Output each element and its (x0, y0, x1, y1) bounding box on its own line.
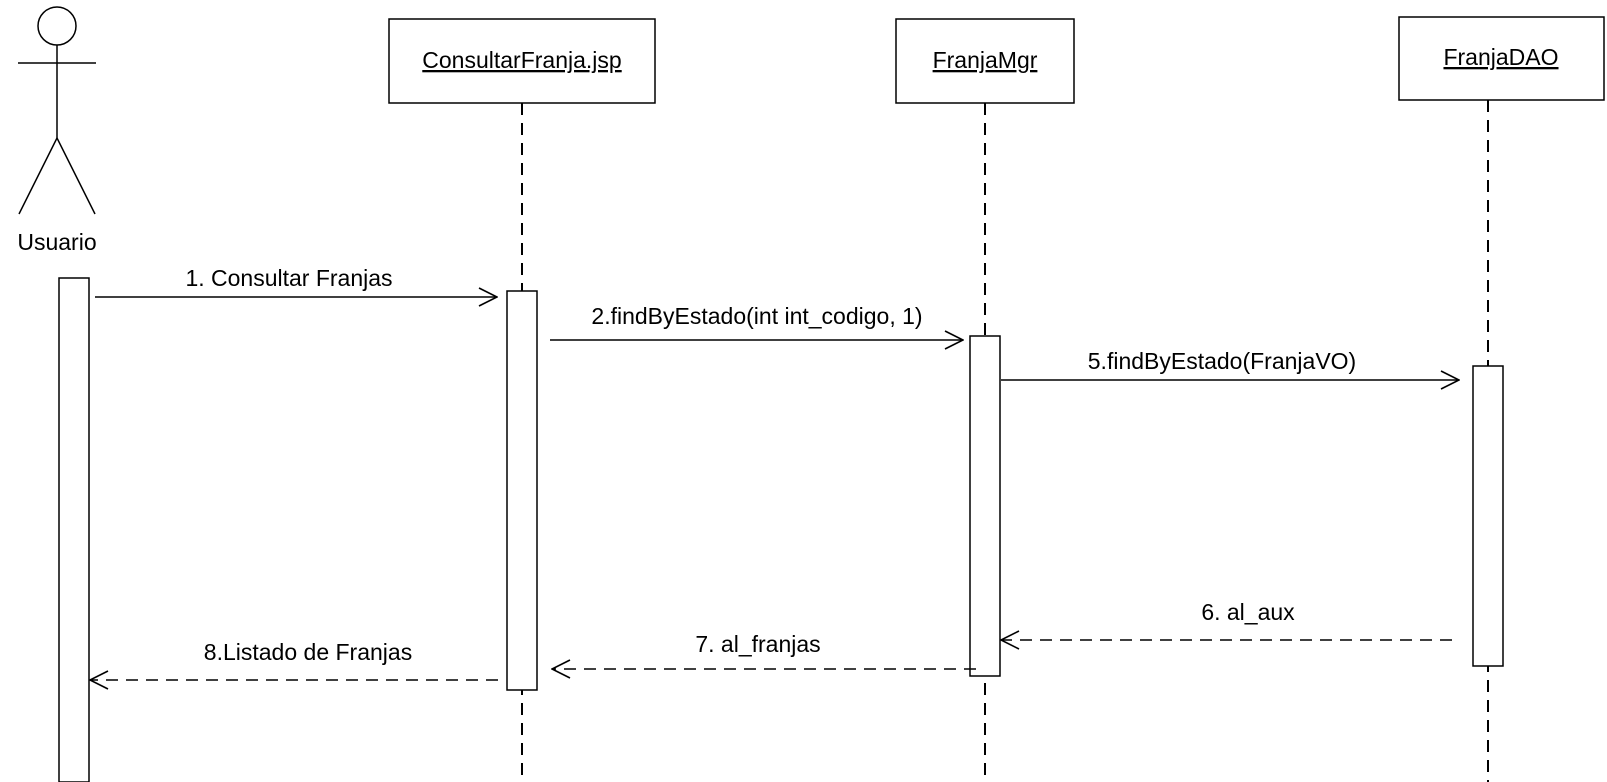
lifeline-franjamgr: FranjaMgr (895, 18, 1075, 782)
message-6: 6. al_aux (1001, 599, 1452, 640)
actor-activation-bar (58, 277, 90, 782)
message-7: 7. al_franjas (552, 631, 976, 669)
lifeline-header-box (388, 18, 656, 104)
lifeline-label: FranjaDAO (1443, 44, 1558, 70)
lifeline-consultarfranja-jsp: ConsultarFranja.jsp (388, 18, 656, 782)
lifeline-header-box (1398, 16, 1605, 101)
actor-label: Usuario (17, 229, 96, 255)
activation-bar (506, 290, 538, 691)
message-1: 1. Consultar Franjas (95, 265, 497, 297)
actor-right-leg (56, 137, 96, 215)
lifeline-header-box (895, 18, 1075, 104)
activation-bar (969, 335, 1001, 677)
message-label: 8.Listado de Franjas (204, 639, 412, 665)
message-label: 1. Consultar Franjas (185, 265, 392, 291)
message-2: 2.findByEstado(int int_codigo, 1) (550, 303, 963, 340)
lifeline-franjadao: FranjaDAO (1398, 16, 1605, 782)
message-5: 5.findByEstado(FranjaVO) (1001, 348, 1459, 380)
message-label: 7. al_franjas (695, 631, 820, 657)
activation-bar (1472, 365, 1504, 667)
actor-head (37, 6, 77, 46)
message-8: 8.Listado de Franjas (90, 639, 498, 680)
message-label: 5.findByEstado(FranjaVO) (1088, 348, 1356, 374)
actor-left-leg (18, 137, 58, 215)
lifeline-label: ConsultarFranja.jsp (422, 47, 621, 73)
message-label: 2.findByEstado(int int_codigo, 1) (591, 303, 922, 329)
actor-usuario: Usuario (17, 6, 97, 255)
message-label: 6. al_aux (1201, 599, 1295, 625)
lifeline-label: FranjaMgr (933, 47, 1038, 73)
